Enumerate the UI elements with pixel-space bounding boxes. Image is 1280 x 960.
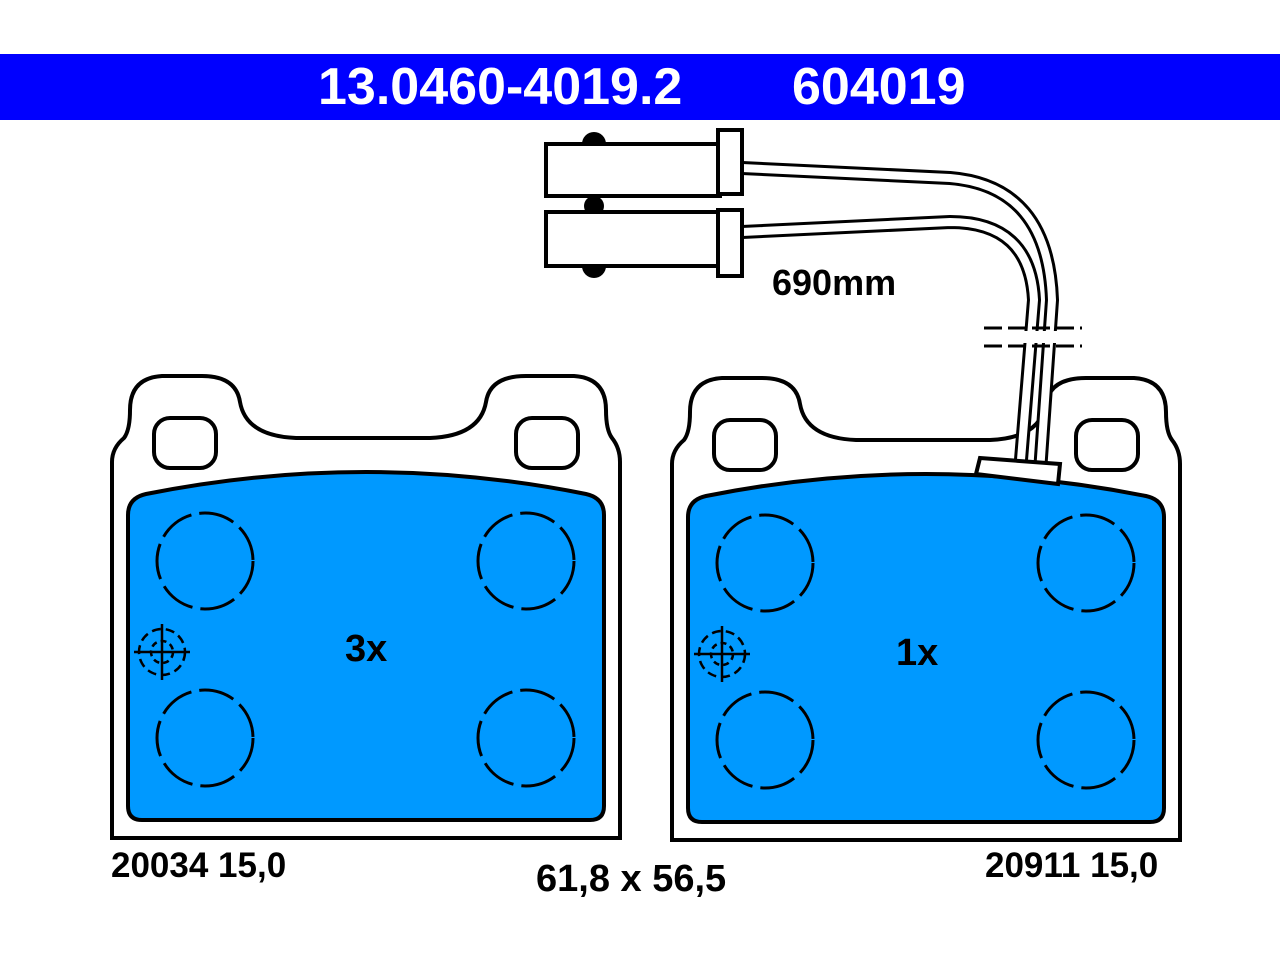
brake-pad-right [670,376,1182,842]
brake-pad-left [110,374,622,840]
sensor-connector-bottom [544,208,744,278]
dimensions-label: 61,8 x 56,5 [536,858,727,900]
sensor-connector-top [544,128,744,216]
part-number: 13.0460-4019.2 [318,58,683,116]
pad-left-spec: 20034 15,0 [111,846,287,885]
pad-right-quantity: 1x [896,632,939,674]
wear-sensor-wire [741,161,1082,487]
article-code: 604019 [792,58,966,116]
pad-left-quantity: 3x [345,628,388,670]
header-band [0,54,1280,120]
wire-length-label: 690mm [772,262,897,303]
pad-right-spec: 20911 15,0 [985,846,1159,885]
